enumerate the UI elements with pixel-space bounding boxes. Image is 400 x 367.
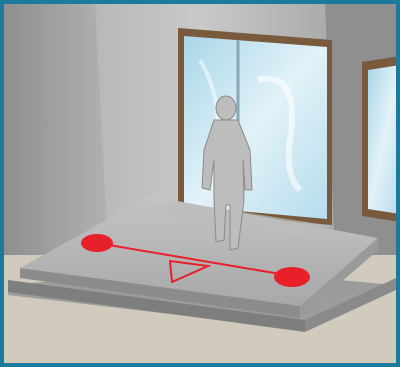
side-window-glass (368, 65, 400, 214)
start-point-icon (81, 234, 113, 252)
glass-door (184, 36, 327, 219)
end-point-icon (274, 267, 310, 287)
